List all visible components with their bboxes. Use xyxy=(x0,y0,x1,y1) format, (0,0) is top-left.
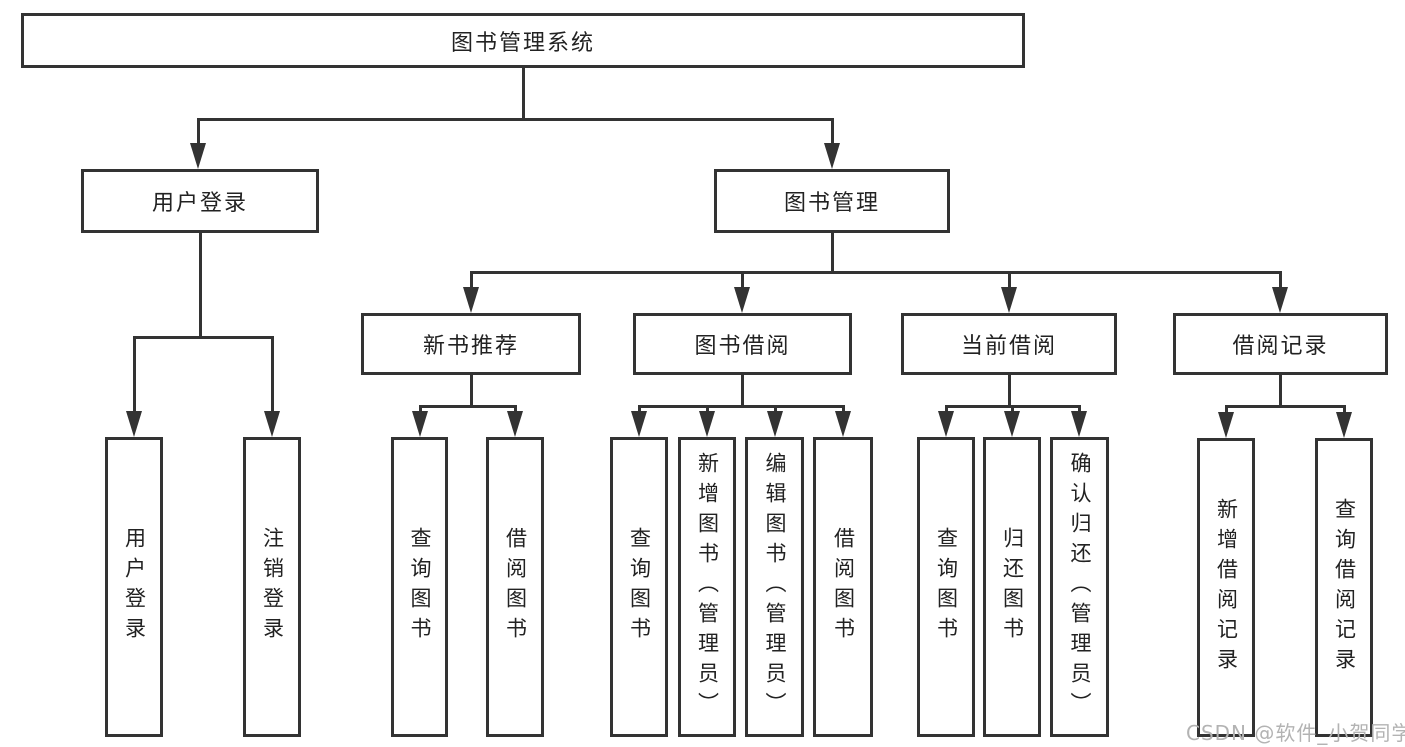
leaf-return-books: 归还图书 xyxy=(983,437,1041,737)
connector-line-drop xyxy=(773,405,777,415)
leaf-add-borrow-record: 新增借阅记录 xyxy=(1197,438,1255,737)
arrowhead-down-icon xyxy=(412,411,428,437)
node-label: 新增借阅记录 xyxy=(1214,497,1239,678)
connector-line-drop xyxy=(705,405,709,415)
connector-line-vertical xyxy=(198,233,202,339)
leaf-user-login: 用户登录 xyxy=(105,437,163,737)
node-label: 图书借阅 xyxy=(694,334,791,359)
connector-line-horizontal xyxy=(132,336,274,339)
node-root-library-system: 图书管理系统 xyxy=(21,13,1025,68)
connector-line-vertical xyxy=(1278,375,1282,408)
connector-line-horizontal xyxy=(469,271,1282,274)
node-book-borrowing: 图书借阅 xyxy=(633,313,852,375)
arrowhead-down-icon xyxy=(767,411,783,437)
node-label: 归还图书 xyxy=(1000,527,1025,647)
connector-line-horizontal xyxy=(637,405,845,408)
connector-line-drop xyxy=(418,405,422,415)
arrowhead-down-icon xyxy=(1336,412,1352,438)
arrowhead-down-icon xyxy=(1001,287,1017,313)
connector-line-vertical xyxy=(469,375,473,408)
connector-line-drop xyxy=(1007,271,1011,291)
node-label: 借阅图书 xyxy=(831,527,856,647)
arrowhead-down-icon xyxy=(835,411,851,437)
connector-line-drop xyxy=(637,405,641,415)
connector-line-drop xyxy=(1278,271,1282,291)
node-book-management-branch: 图书管理 xyxy=(714,169,950,233)
arrowhead-down-icon xyxy=(824,143,840,169)
connector-line-drop xyxy=(513,405,517,415)
leaf-query-books-current: 查询图书 xyxy=(917,437,975,737)
node-label: 编辑图书（管理员） xyxy=(763,452,787,722)
node-label: 新增图书（管理员） xyxy=(695,452,720,722)
leaf-confirm-return-admin: 确认归还（管理员） xyxy=(1050,437,1109,737)
arrowhead-down-icon xyxy=(264,411,280,437)
connector-line-drop xyxy=(1224,405,1228,416)
leaf-edit-books-admin: 编辑图书（管理员） xyxy=(745,437,804,737)
node-label: 查询借阅记录 xyxy=(1332,497,1357,678)
node-current-borrowing: 当前借阅 xyxy=(901,313,1117,375)
node-new-book-recommendation: 新书推荐 xyxy=(361,313,581,375)
node-borrowing-records: 借阅记录 xyxy=(1173,313,1388,375)
connector-line-vertical xyxy=(521,68,525,121)
node-label: 图书管理系统 xyxy=(450,30,595,56)
connector-line-vertical xyxy=(830,233,834,274)
leaf-query-books-borrowing: 查询图书 xyxy=(610,437,668,737)
arrowhead-down-icon xyxy=(631,411,647,437)
arrowhead-down-icon xyxy=(938,411,954,437)
connector-line-vertical xyxy=(1007,375,1011,408)
node-label: 借阅记录 xyxy=(1232,334,1329,359)
node-label: 注销登录 xyxy=(260,527,285,647)
leaf-add-books-admin: 新增图书（管理员） xyxy=(678,437,736,737)
connector-line-drop xyxy=(196,118,200,147)
arrowhead-down-icon xyxy=(1272,287,1288,313)
connector-line-horizontal xyxy=(196,118,834,121)
arrowhead-down-icon xyxy=(190,143,206,169)
csdn-watermark: CSDN @软件_小贺同学 xyxy=(1186,721,1405,745)
leaf-query-books-recommend: 查询图书 xyxy=(391,437,448,737)
leaf-borrow-books-recommend: 借阅图书 xyxy=(486,437,544,737)
node-label: 用户登录 xyxy=(122,527,147,647)
arrowhead-down-icon xyxy=(126,411,142,437)
connector-line-drop xyxy=(740,271,744,291)
arrowhead-down-icon xyxy=(1004,411,1020,437)
arrowhead-down-icon xyxy=(1071,411,1087,437)
connector-line-drop xyxy=(1010,405,1014,415)
connector-line-drop xyxy=(1342,405,1346,416)
connector-line-horizontal xyxy=(1224,405,1346,408)
node-label: 查询图书 xyxy=(627,527,652,647)
node-label: 查询图书 xyxy=(408,527,432,647)
node-label: 用户登录 xyxy=(151,191,248,216)
arrowhead-down-icon xyxy=(1218,412,1234,438)
node-label: 确认归还（管理员） xyxy=(1068,452,1092,722)
node-label: 新书推荐 xyxy=(422,334,519,359)
connector-line-horizontal xyxy=(418,405,517,408)
connector-line-vertical xyxy=(740,375,744,408)
connector-line-drop xyxy=(132,336,136,415)
connector-line-drop xyxy=(830,118,834,147)
arrowhead-down-icon xyxy=(699,411,715,437)
node-label: 图书管理 xyxy=(783,191,880,216)
node-label: 查询图书 xyxy=(934,527,959,647)
leaf-query-borrow-record: 查询借阅记录 xyxy=(1315,438,1373,737)
node-label: 借阅图书 xyxy=(503,527,528,647)
connector-line-drop xyxy=(469,271,473,291)
connector-line-drop xyxy=(270,336,274,415)
leaf-logout: 注销登录 xyxy=(243,437,301,737)
arrowhead-down-icon xyxy=(507,411,523,437)
connector-line-drop xyxy=(1077,405,1081,415)
node-user-login-branch: 用户登录 xyxy=(81,169,319,233)
arrowhead-down-icon xyxy=(734,287,750,313)
arrowhead-down-icon xyxy=(463,287,479,313)
connector-line-drop xyxy=(944,405,948,415)
connector-line-drop xyxy=(841,405,845,415)
leaf-borrow-books: 借阅图书 xyxy=(813,437,873,737)
node-label: 当前借阅 xyxy=(960,334,1057,359)
